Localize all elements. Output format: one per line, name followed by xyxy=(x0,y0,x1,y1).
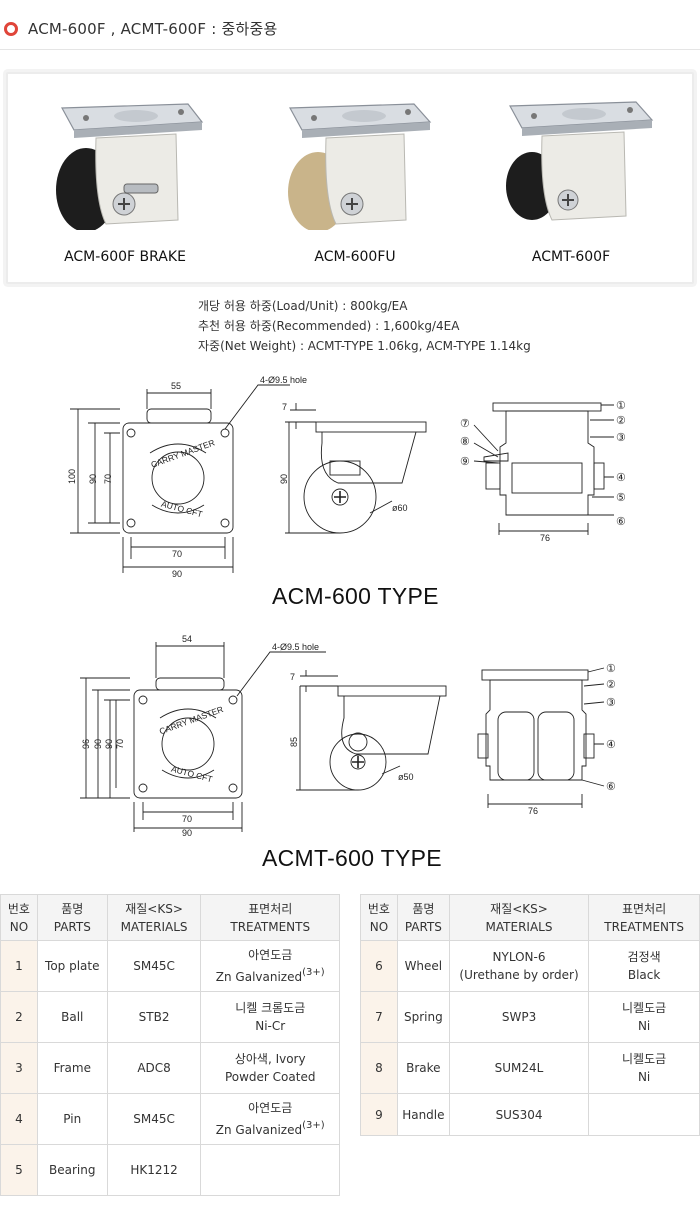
spec-load-unit: 개당 허용 하중(Load/Unit) : 800kg/EA xyxy=(198,299,408,313)
dim-left-96: 96 xyxy=(81,739,91,749)
callout-3: ③ xyxy=(616,432,626,444)
dim-left-90a: 90 xyxy=(93,739,103,749)
product-label: ACM-600F BRAKE xyxy=(64,249,186,265)
callout-4: ④ xyxy=(616,472,626,484)
dim-top: 54 xyxy=(182,634,192,644)
callout-1: ① xyxy=(616,400,626,412)
dim-left-100: 100 xyxy=(67,469,77,484)
dim-left-70: 70 xyxy=(115,739,125,749)
callout-6: ⑥ xyxy=(616,516,626,528)
callout-1: ① xyxy=(606,663,616,675)
callout-5: ⑤ xyxy=(616,492,626,504)
circle-bullet-icon xyxy=(4,22,18,36)
top-plate-outline xyxy=(122,422,234,534)
caster-photo-acm-600fu xyxy=(288,103,432,230)
plate-text-bottom: AUTO CFT xyxy=(170,764,213,785)
dim-side-90: 90 xyxy=(279,474,289,484)
table-row: 5 Bearing HK1212 xyxy=(0,1144,340,1196)
callout-9: ⑨ xyxy=(460,456,470,468)
callout-8: ⑧ xyxy=(460,436,470,448)
dim-left-90b: 90 xyxy=(104,739,114,749)
table-row: 9 Handle SUS304 xyxy=(360,1093,700,1136)
hole-label: 4-Ø9.5 hole xyxy=(272,642,319,652)
dim-front-76: 76 xyxy=(540,533,550,543)
drawing-acm-600: CARRY MASTER AUTO CFT 55 4-Ø9.5 hole 100… xyxy=(67,375,626,579)
product-label: ACM-600FU xyxy=(314,249,396,265)
type-label-acm: ACM-600 TYPE xyxy=(272,583,439,609)
dim-bottom-70: 70 xyxy=(182,814,192,824)
plate-text-bottom: AUTO CFT xyxy=(160,499,203,520)
dim-left-70: 70 xyxy=(103,474,113,484)
callout-7: ⑦ xyxy=(460,418,470,430)
drawing-acmt-600: CARRY MASTER AUTO CFT 54 4-Ø9.5 hole 96 … xyxy=(80,634,616,838)
dim-side-85: 85 xyxy=(289,737,299,747)
callout-2: ② xyxy=(616,415,626,427)
plate-text-top: CARRY MASTER xyxy=(149,437,216,469)
header-materials: 재질<KS>MATERIALS xyxy=(106,894,202,941)
title-bar: ACM-600F , ACMT-600F : 중하중용 xyxy=(0,0,700,50)
spec-recommended: 추천 허용 하중(Recommended) : 1,600kg/4EA xyxy=(198,319,460,333)
type-label-acmt: ACMT-600 TYPE xyxy=(262,845,442,871)
callout-4: ④ xyxy=(606,739,616,751)
dim-bottom-90: 90 xyxy=(182,828,192,838)
header-materials: 재질<KS>MATERIALS xyxy=(448,894,590,941)
callout-6: ⑥ xyxy=(606,781,616,793)
caster-photo-acm-600f-brake xyxy=(56,103,204,230)
caster-photo-acmt-600f xyxy=(506,101,654,221)
callout-2: ② xyxy=(606,679,616,691)
callout-3: ③ xyxy=(606,697,616,709)
dim-top: 55 xyxy=(171,381,181,391)
dim-front-76: 76 xyxy=(528,806,538,816)
dim-wheel: ø60 xyxy=(392,503,408,513)
page-title: ACM-600F , ACMT-600F : 중하중용 xyxy=(28,20,278,38)
dim-wheel: ø50 xyxy=(398,772,414,782)
dim-bottom-70: 70 xyxy=(172,549,182,559)
product-label: ACMT-600F xyxy=(531,249,611,265)
hole-label: 4-Ø9.5 hole xyxy=(260,375,307,385)
plate-tab xyxy=(146,408,212,424)
spec-list: 개당 허용 하중(Load/Unit) : 800kg/EA 추천 허용 하중(… xyxy=(198,296,531,356)
spec-net-weight: 자중(Net Weight) : ACMT-TYPE 1.06kg, ACM-T… xyxy=(198,339,531,353)
dim-bottom-90: 90 xyxy=(172,569,182,579)
product-photo-panel: ACM-600F BRAKE ACM-600FU ACMT-600F xyxy=(6,72,694,284)
dim-left-90: 90 xyxy=(88,474,98,484)
dim-side-7: 7 xyxy=(290,672,295,682)
dim-side-7: 7 xyxy=(282,402,287,412)
